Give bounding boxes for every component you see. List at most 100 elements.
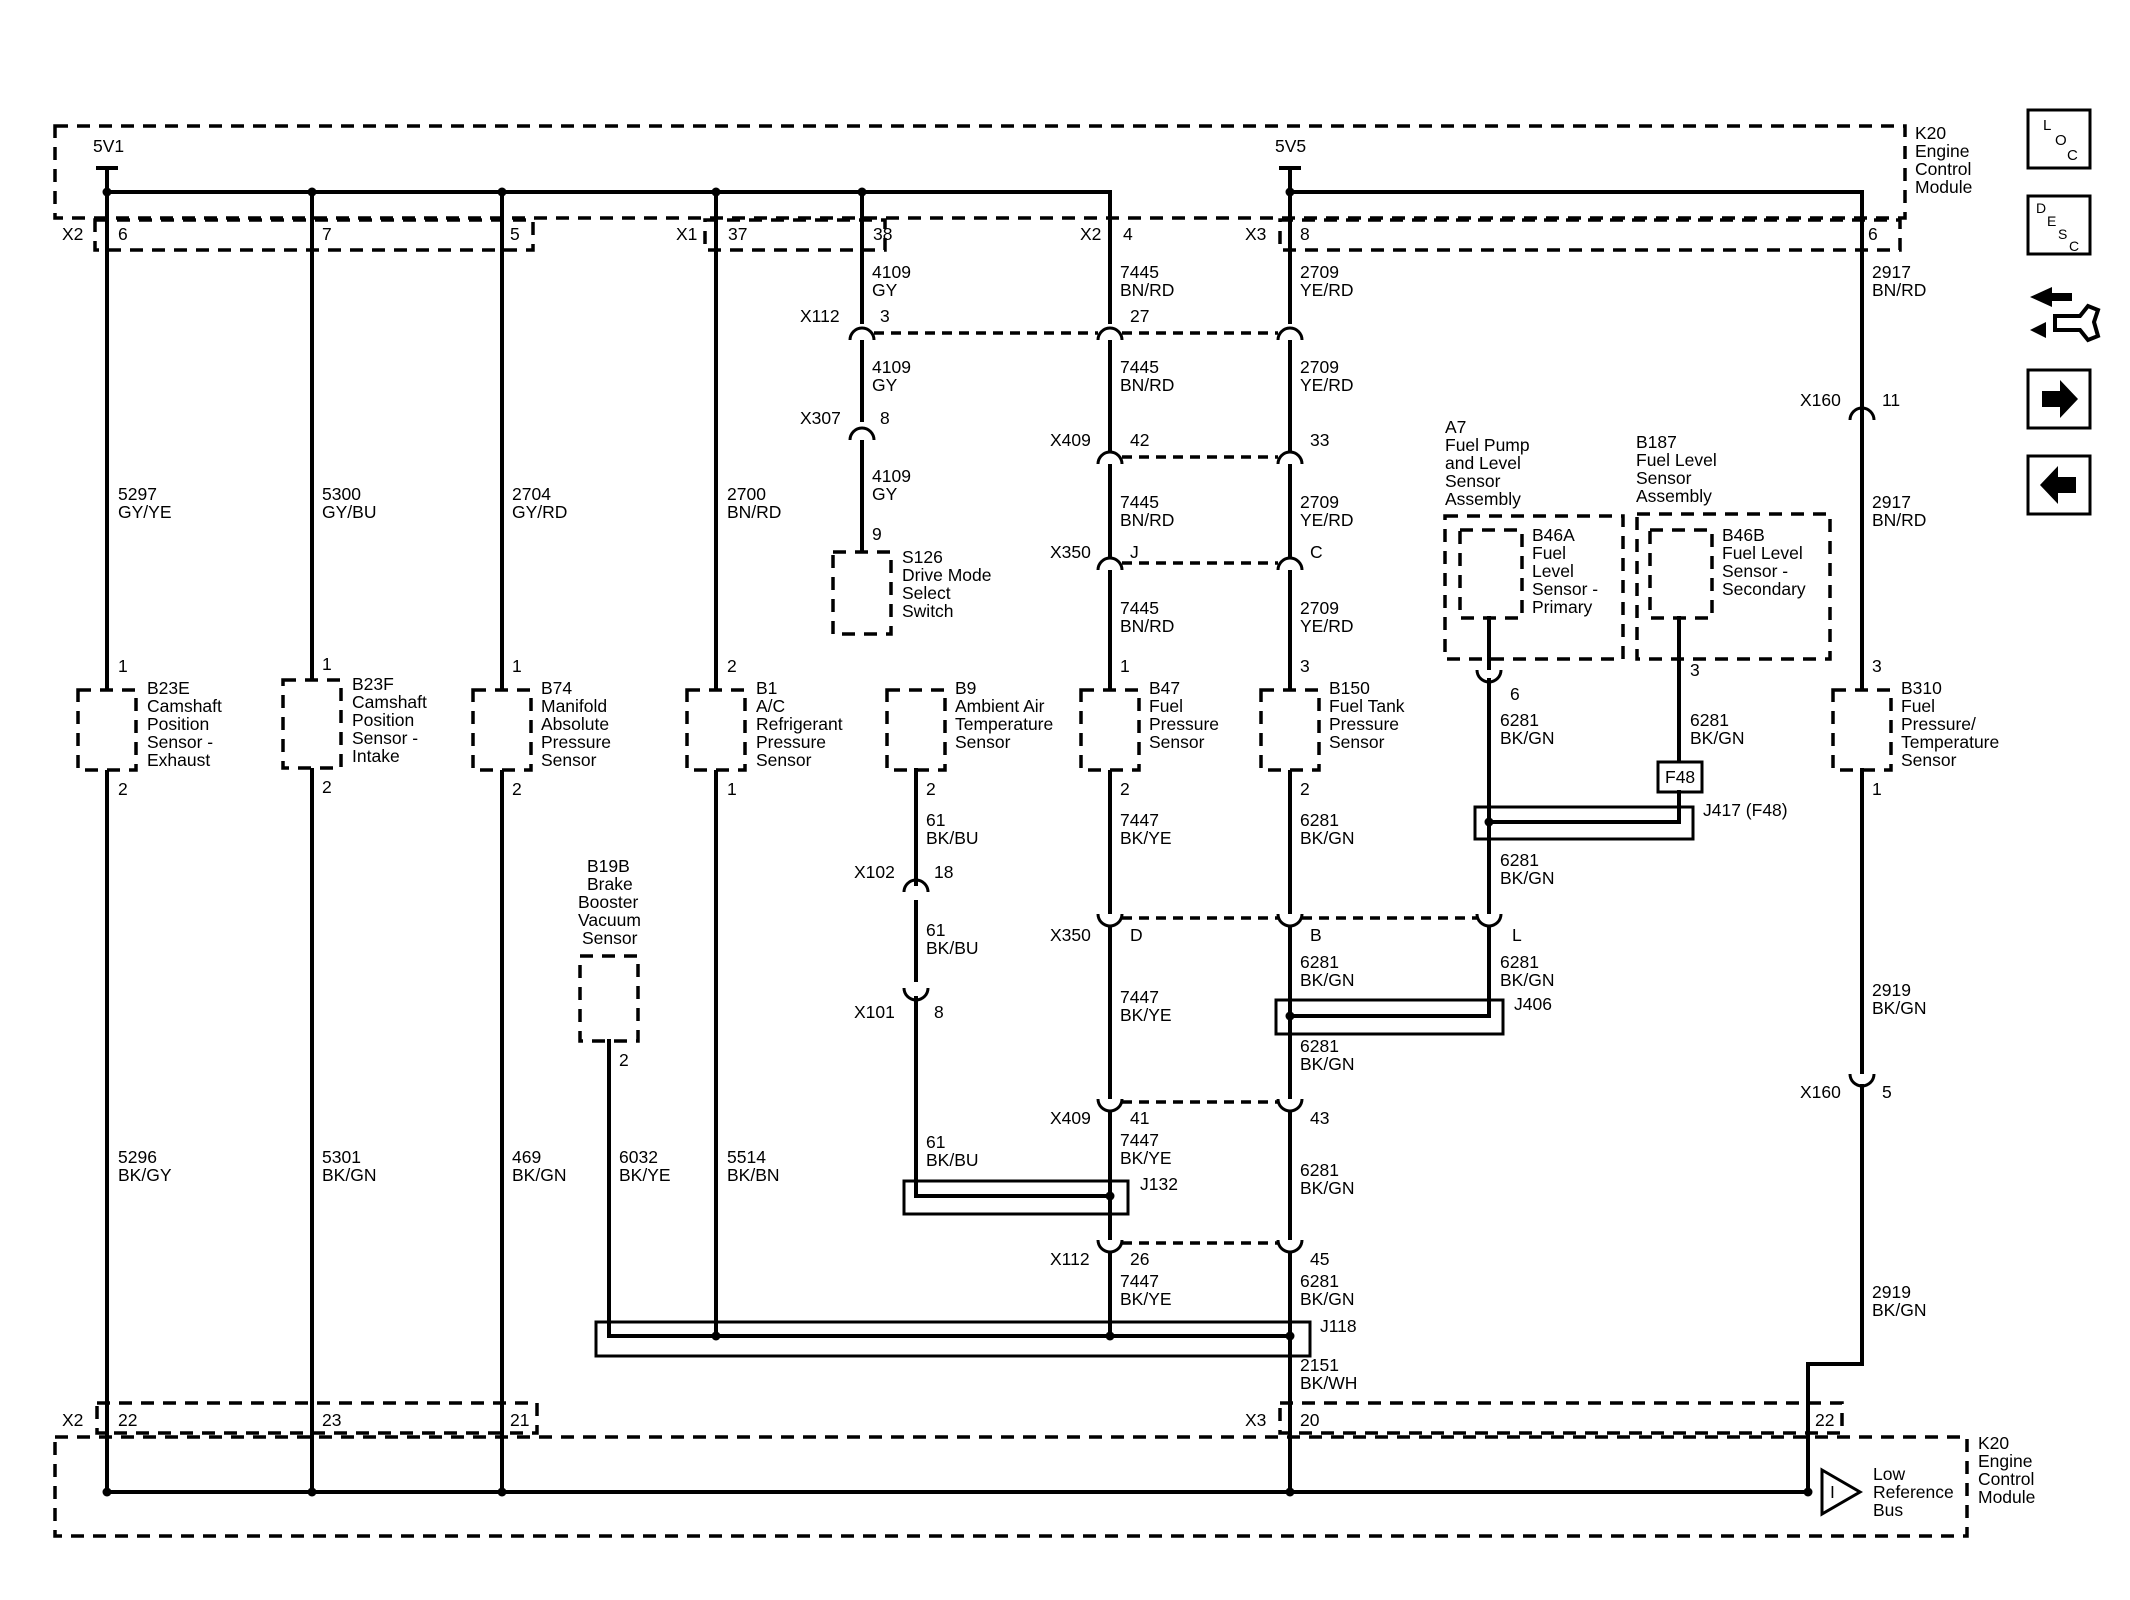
junction-dot bbox=[497, 1487, 507, 1497]
b23e-desc: Position bbox=[147, 714, 209, 734]
b74-desc: Manifold bbox=[541, 696, 607, 716]
rail-5v1-label: 5V1 bbox=[93, 136, 124, 156]
wire-circuit: 6032 bbox=[619, 1147, 658, 1167]
s126-ref: S126 bbox=[902, 547, 943, 567]
wire-color: BK/YE bbox=[1120, 1005, 1172, 1025]
wire-color: BN/RD bbox=[1120, 375, 1174, 395]
k20-bottom-boundary bbox=[53, 1435, 1969, 1538]
wire-color: GY/RD bbox=[512, 502, 567, 522]
wrench-arrow bbox=[2030, 322, 2046, 338]
x307-label: X307 bbox=[800, 408, 841, 428]
junction-dot bbox=[1803, 1487, 1813, 1497]
j132-label: J132 bbox=[1140, 1174, 1178, 1194]
b46b-desc: Sensor - bbox=[1722, 561, 1788, 581]
wire-circuit: 2700 bbox=[727, 484, 766, 504]
pin-label: 1 bbox=[512, 656, 522, 676]
inline-connector bbox=[1475, 913, 1503, 928]
x2-header-bottom bbox=[95, 1401, 539, 1435]
wire-color: BK/GN bbox=[1500, 970, 1554, 990]
next-arrow-icon[interactable] bbox=[2026, 368, 2092, 430]
b19b-desc: Vacuum bbox=[578, 910, 641, 930]
s126-desc: Switch bbox=[902, 601, 954, 621]
j132-box bbox=[902, 1179, 1130, 1216]
x2-label-bottom: X2 bbox=[62, 1410, 83, 1430]
b23e-ref: B23E bbox=[147, 678, 190, 698]
k20-module-bottom: I Low Reference Bus X2 X3 22 23 21 20 22… bbox=[53, 1401, 2035, 1538]
x409-label: X409 bbox=[1050, 1108, 1091, 1128]
wire-circuit: 6281 bbox=[1300, 1271, 1339, 1291]
a7-desc: Fuel Pump bbox=[1445, 435, 1530, 455]
pin-label: 26 bbox=[1130, 1249, 1149, 1269]
b46b-ref: B46B bbox=[1722, 525, 1765, 545]
pin-top: 37 bbox=[728, 224, 747, 244]
s126-desc: Drive Mode bbox=[902, 565, 991, 585]
desc-letter: D bbox=[2036, 200, 2046, 216]
b187-desc: Sensor bbox=[1636, 468, 1692, 488]
loc-button-frame[interactable] bbox=[2026, 108, 2092, 170]
junction-dot bbox=[1105, 1331, 1115, 1341]
b47-desc: Pressure bbox=[1149, 714, 1219, 734]
b9-desc: Ambient Air bbox=[955, 696, 1045, 716]
left-arrow bbox=[2040, 466, 2076, 504]
rail-5v5-label: 5V5 bbox=[1275, 136, 1306, 156]
wire-color: BK/GN bbox=[1500, 868, 1554, 888]
b150-sensor-box bbox=[1259, 688, 1321, 772]
wire-color: BK/BN bbox=[727, 1165, 780, 1185]
loc-letter: C bbox=[2067, 147, 2078, 164]
pin-label: L bbox=[1512, 925, 1522, 945]
b187-assembly-box bbox=[1635, 512, 1832, 661]
inline-connector bbox=[1096, 326, 1124, 341]
b310-sensor-box bbox=[1831, 688, 1893, 772]
b46a-sensor-box bbox=[1458, 528, 1524, 620]
wire-circuit: 6281 bbox=[1300, 952, 1339, 972]
wire-circuit: 2917 bbox=[1872, 492, 1911, 512]
x3-label-top: X3 bbox=[1245, 224, 1266, 244]
pin-top: 8 bbox=[1300, 224, 1310, 244]
pin-label: 3 bbox=[1690, 660, 1700, 680]
desc-button[interactable]: D E S C bbox=[2026, 194, 2092, 256]
desc-button-frame[interactable] bbox=[2026, 194, 2092, 256]
wire-color: BK/GN bbox=[1300, 1178, 1354, 1198]
wire-color: BK/GN bbox=[1300, 828, 1354, 848]
wire-color: BK/GN bbox=[1300, 1054, 1354, 1074]
j417-label: J417 (F48) bbox=[1703, 800, 1788, 820]
junction-dot bbox=[307, 1487, 317, 1497]
wire-circuit: 4109 bbox=[872, 357, 911, 377]
connector-views-icon[interactable] bbox=[2030, 287, 2101, 343]
pin-label: 42 bbox=[1130, 430, 1149, 450]
b74-ref: B74 bbox=[541, 678, 572, 698]
wire-color: GY bbox=[872, 375, 898, 395]
b150-desc: Sensor bbox=[1329, 732, 1385, 752]
a7-desc: and Level bbox=[1445, 453, 1521, 473]
junction-dot bbox=[1484, 817, 1494, 827]
wire-color: BK/YE bbox=[1120, 828, 1172, 848]
b23e-desc: Exhaust bbox=[147, 750, 210, 770]
f48-fuse bbox=[1656, 760, 1704, 794]
inline-connector bbox=[1096, 556, 1124, 571]
k20-module-top: K20 Engine Control Module 5V1 5V5 X2 X1 … bbox=[53, 123, 1972, 252]
internal-rails bbox=[96, 166, 1864, 197]
wire-color: BK/BU bbox=[926, 1150, 979, 1170]
b1-desc: Refrigerant bbox=[756, 714, 843, 734]
inline-connector bbox=[1848, 406, 1876, 421]
wire-color: BN/RD bbox=[1872, 510, 1926, 530]
b23e-desc: Sensor - bbox=[147, 732, 213, 752]
b74-desc: Sensor bbox=[541, 750, 597, 770]
b46b-sensor-box bbox=[1648, 528, 1714, 620]
a7-desc: Assembly bbox=[1445, 489, 1521, 509]
x102-label: X102 bbox=[854, 862, 895, 882]
b19b-desc: Booster bbox=[578, 892, 638, 912]
loc-button[interactable]: L O C bbox=[2026, 108, 2092, 170]
wire-circuit: 7447 bbox=[1120, 1271, 1159, 1291]
wire-color: BK/YE bbox=[1120, 1289, 1172, 1309]
j118-label: J118 bbox=[1320, 1316, 1357, 1336]
previous-arrow-icon[interactable] bbox=[2026, 454, 2092, 516]
b23f-desc: Intake bbox=[352, 746, 400, 766]
b9-branch: 2 B9 Ambient Air Temperature Sensor 61 B… bbox=[854, 678, 1053, 1198]
wire-circuit: 5296 bbox=[118, 1147, 157, 1167]
pin-top: 6 bbox=[1868, 224, 1878, 244]
pin-label: 1 bbox=[118, 656, 128, 676]
pin-label: 43 bbox=[1310, 1108, 1329, 1128]
wire-color: BN/RD bbox=[1872, 280, 1926, 300]
